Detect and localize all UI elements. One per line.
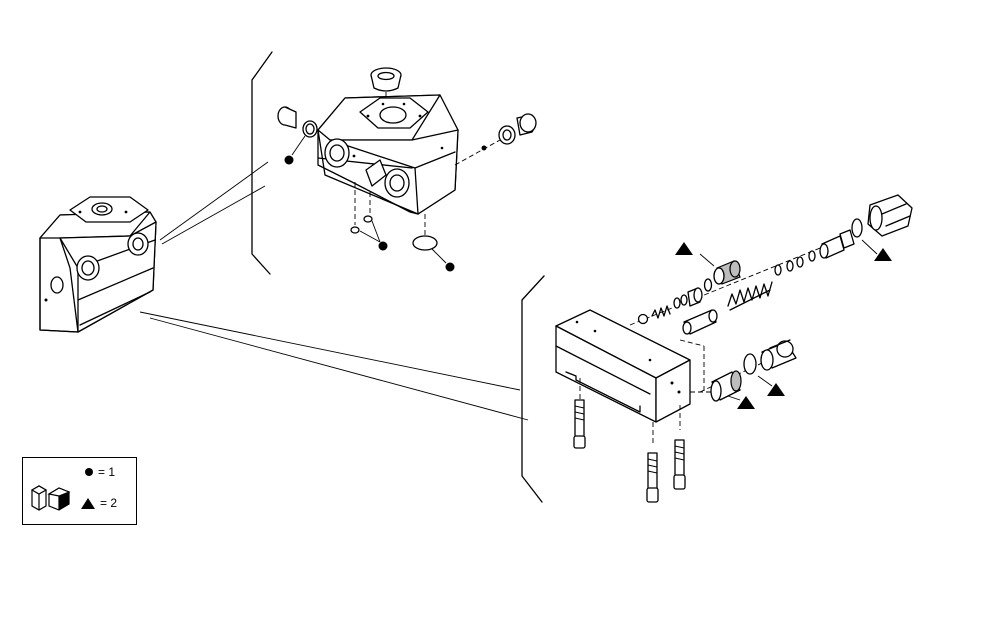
legend-triangle-label: = 2 [100, 496, 118, 510]
bolt [573, 399, 586, 449]
circle-marker [284, 155, 294, 165]
legend-triangle-row: = 2 [81, 496, 117, 510]
leader-lines [139, 161, 529, 421]
legend-box: = 1 = 2 [22, 457, 137, 525]
kit-blocks-icon [30, 485, 71, 511]
upper-detail-view [251, 51, 537, 275]
legend-circle-row: = 1 [85, 465, 115, 479]
circle-marker [445, 262, 455, 272]
triangle-marker [874, 248, 892, 261]
valve-body-overview [39, 196, 157, 333]
legend-circle-label: = 1 [98, 465, 116, 479]
circle-marker [378, 241, 388, 251]
bolt [646, 452, 659, 503]
bolt [673, 439, 686, 490]
lower-detail-view [521, 194, 913, 503]
filled-circle-icon [85, 468, 93, 476]
triangle-marker [767, 383, 785, 396]
triangle-marker [675, 242, 693, 255]
triangle-marker [737, 396, 755, 409]
filled-triangle-icon [81, 497, 95, 509]
